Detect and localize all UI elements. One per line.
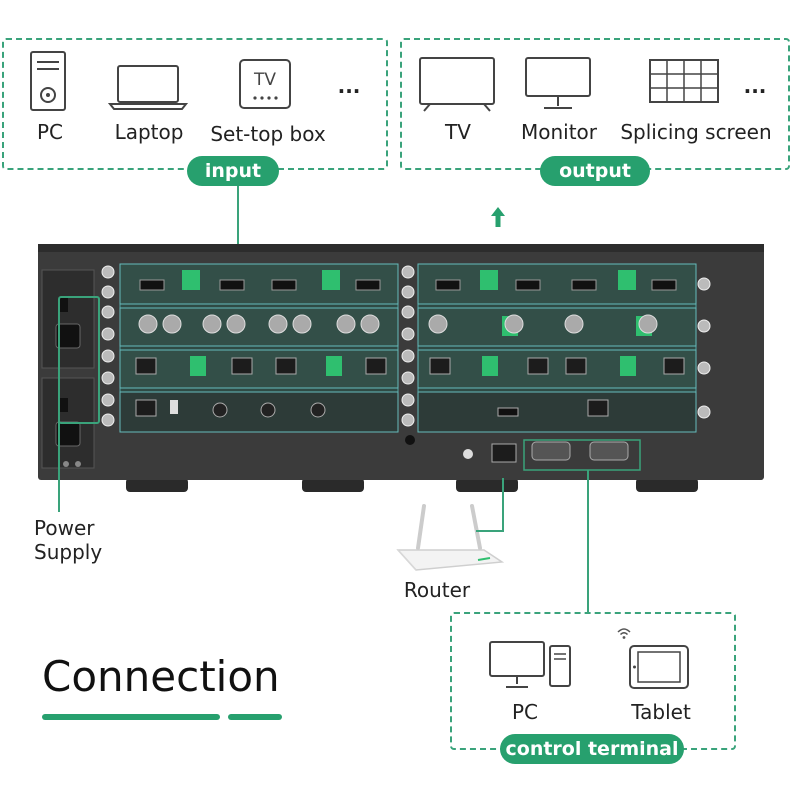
output-monitor-label: Monitor bbox=[520, 120, 598, 144]
output-badge: output bbox=[540, 156, 650, 186]
tv-icon bbox=[419, 57, 495, 112]
tablet-icon bbox=[629, 645, 689, 689]
control-pc-label: PC bbox=[511, 700, 539, 724]
input-pc-label: PC bbox=[36, 120, 64, 144]
control-tablet-label: Tablet bbox=[631, 700, 691, 724]
pc-tower-icon bbox=[30, 51, 66, 111]
input-more-ellipsis: ... bbox=[337, 74, 361, 98]
input-badge: input bbox=[187, 156, 279, 186]
control-terminal-badge: control terminal bbox=[500, 734, 684, 764]
wifi-icon bbox=[617, 628, 631, 639]
set-top-box-icon bbox=[239, 59, 291, 109]
matrix-switcher-rear-panel bbox=[38, 244, 764, 492]
input-set-top-box-label: Set-top box bbox=[210, 122, 326, 146]
router-label: Router bbox=[403, 578, 471, 602]
lan-connector-line bbox=[502, 478, 504, 530]
monitor-icon bbox=[525, 57, 591, 109]
input-laptop-label: Laptop bbox=[114, 120, 184, 144]
router-icon bbox=[396, 504, 505, 571]
splicing-screen-icon bbox=[649, 59, 719, 103]
title-underline-short bbox=[228, 714, 282, 720]
output-tv-label: TV bbox=[445, 120, 471, 144]
set-top-box-screen-text: TV bbox=[253, 70, 276, 90]
input-connector-line bbox=[237, 186, 239, 262]
output-more-ellipsis: ... bbox=[743, 74, 767, 98]
power-supply-label-line1: Power bbox=[34, 516, 95, 540]
output-arrow-icon bbox=[491, 207, 505, 227]
page-title: Connection bbox=[42, 652, 280, 701]
desktop-pc-icon bbox=[489, 641, 571, 688]
power-supply-label-line2: Supply bbox=[34, 540, 103, 564]
rs232-connector-line bbox=[587, 470, 589, 614]
power-connector-box bbox=[58, 296, 100, 424]
router-lan-line bbox=[476, 530, 504, 532]
title-underline-long bbox=[42, 714, 220, 720]
power-connector-line bbox=[58, 418, 60, 512]
laptop-icon bbox=[107, 65, 189, 110]
output-splicing-screen-label: Splicing screen bbox=[620, 120, 772, 144]
